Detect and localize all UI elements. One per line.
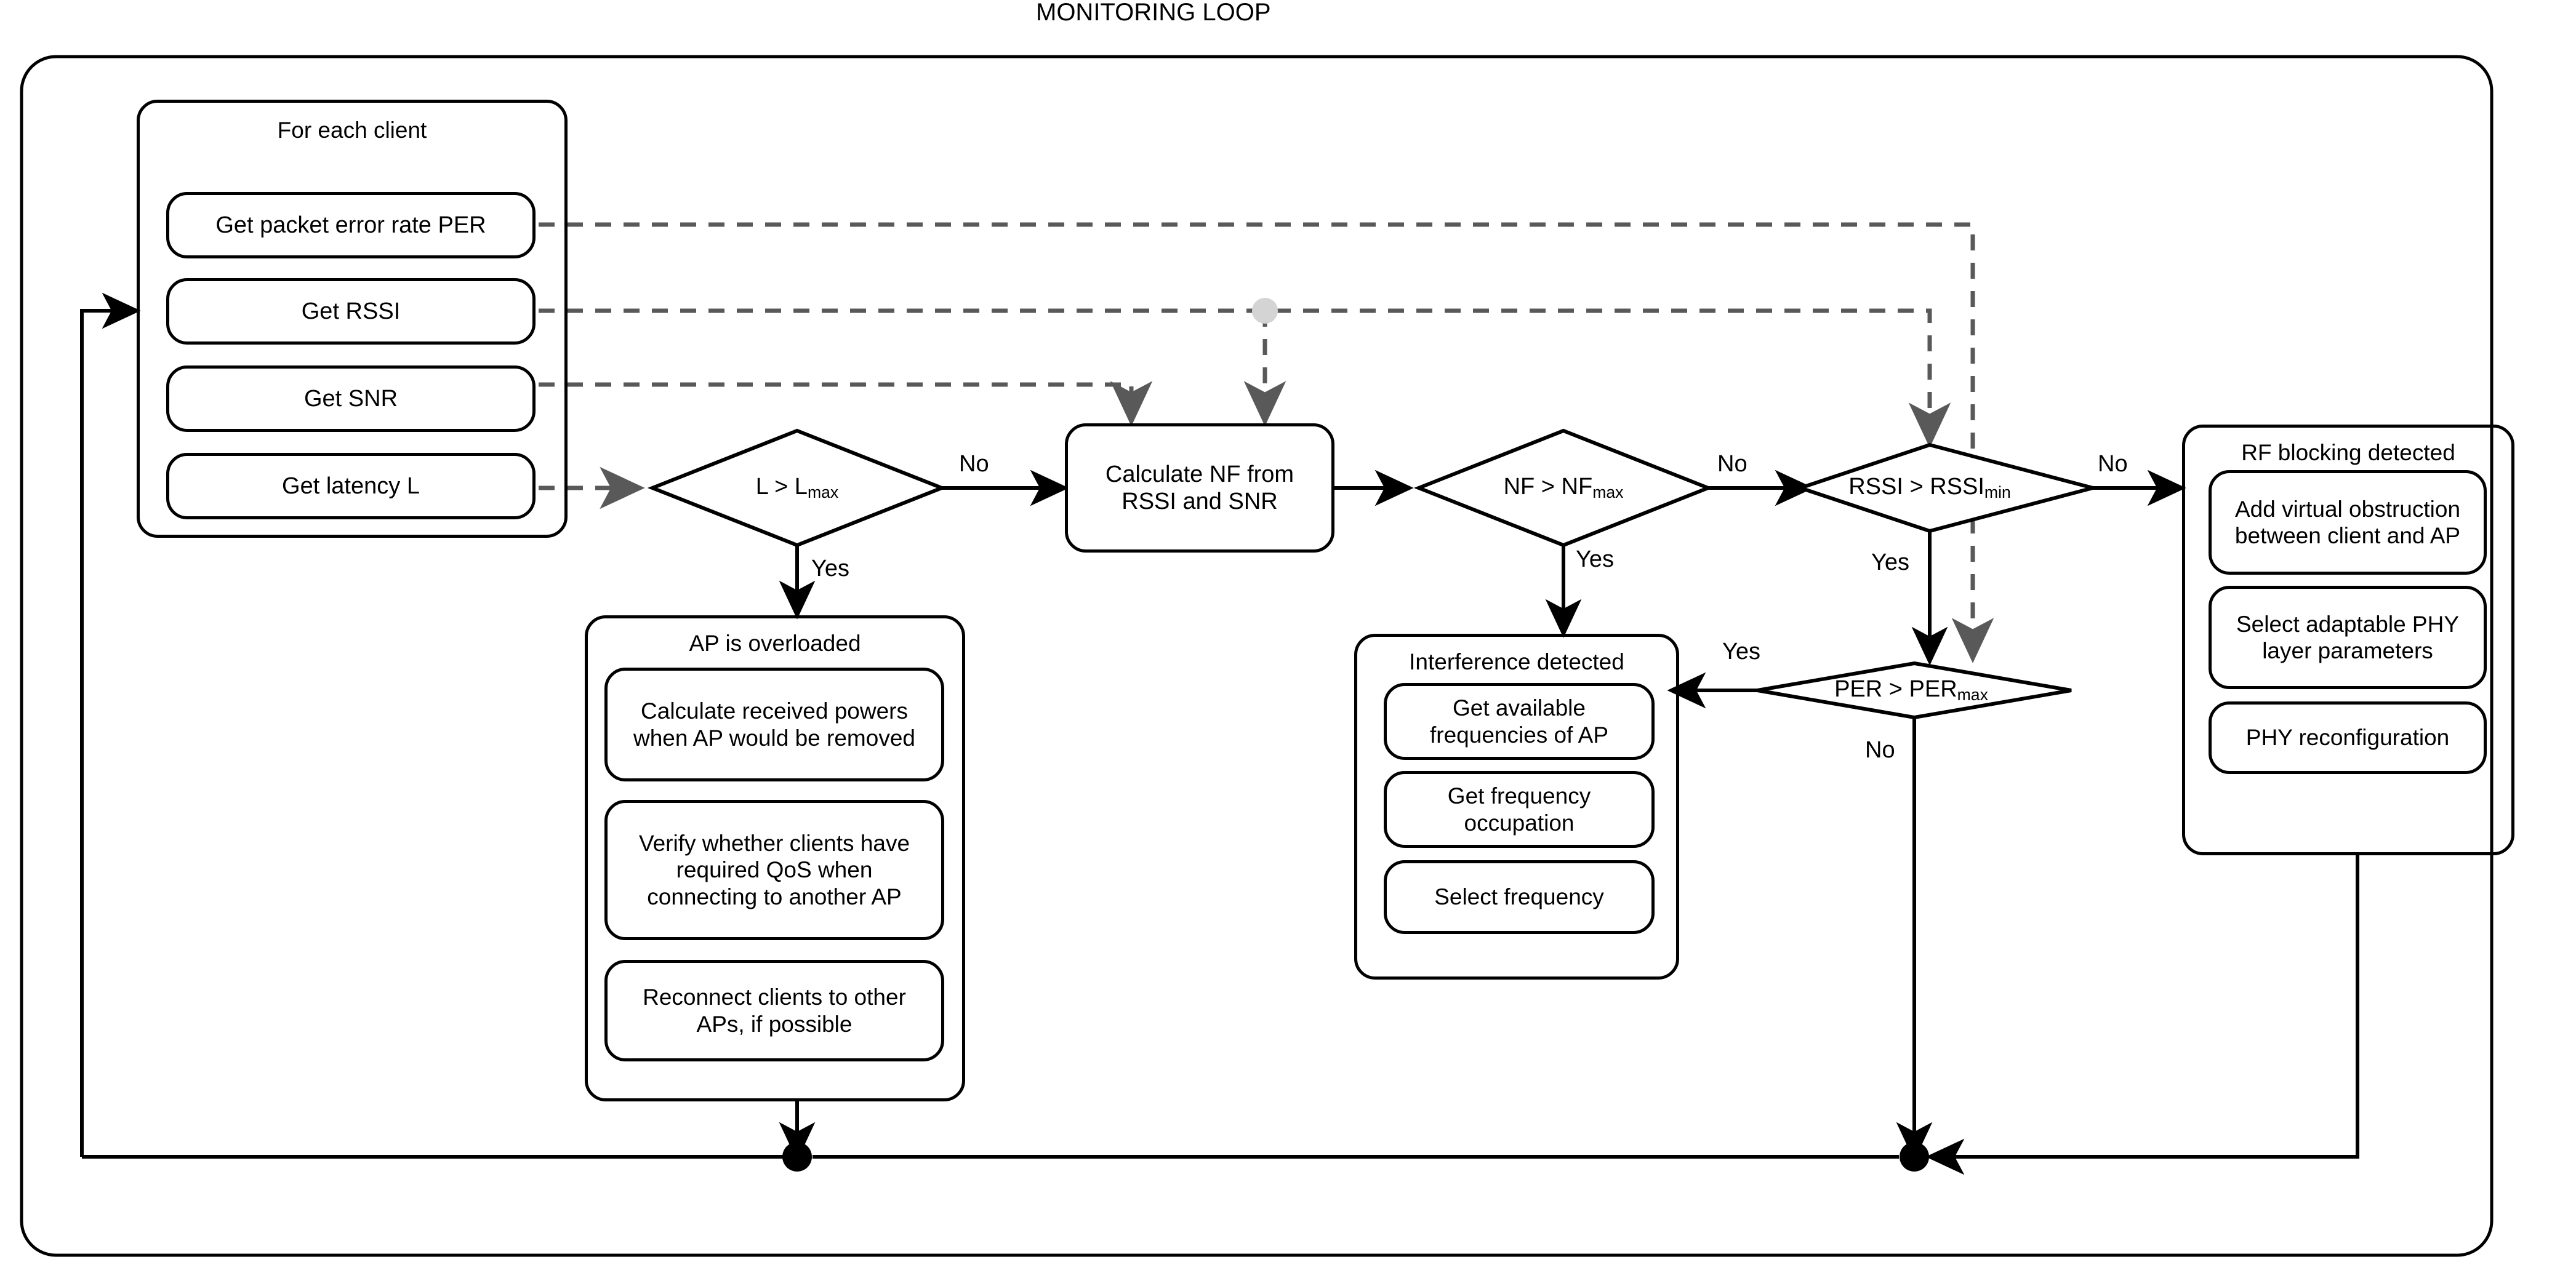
decision-nf-label: NF > NFmax [1477, 475, 1650, 500]
edge-label-nf-yes: Yes [1576, 546, 1614, 572]
group-interference-detected-title: Interference detected [1409, 649, 1624, 674]
edge-rfblocking-to-bottom [1925, 854, 2359, 1175]
merge-junction-right [1900, 1142, 1929, 1172]
edge-loopback [80, 292, 141, 1157]
edge-label-rssi-yes: Yes [1871, 549, 1909, 575]
edge-label-nf-no: No [1717, 451, 1747, 477]
step-select-phy-parameters[interactable]: Select adaptable PHY layer parameters [2209, 586, 2487, 689]
decision-nf-sub: max [1592, 482, 1624, 501]
step-verify-qos[interactable]: Verify whether clients have required QoS… [604, 800, 944, 940]
step-phy-reconfiguration[interactable]: PHY reconfiguration [2209, 701, 2487, 774]
dashed-rssi-link-right [539, 308, 1951, 448]
group-ap-overloaded-title: AP is overloaded [689, 631, 861, 656]
group-rf-blocking: RF blocking detected [2182, 425, 2514, 855]
step-get-available-frequencies[interactable]: Get available frequencies of AP [1384, 683, 1655, 760]
decision-per-label: PER > PERmax [1800, 677, 2022, 703]
step-get-frequency-occupation[interactable]: Get frequency occupation [1384, 771, 1655, 848]
decision-per-text: PER > PER [1834, 676, 1957, 702]
step-reconnect-clients[interactable]: Reconnect clients to other APs, if possi… [604, 960, 944, 1061]
decision-nf-text: NF > NF [1503, 474, 1593, 500]
decision-latency-text: L > L [755, 474, 808, 500]
group-for-each-client-title: For each client [277, 118, 427, 143]
page-title: MONITORING LOOP [1036, 0, 1271, 26]
group-for-each-client: For each client [137, 100, 568, 538]
edge-label-per-no: No [1865, 737, 1895, 763]
edge-label-latency-no: No [959, 451, 989, 477]
edge-label-per-yes: Yes [1722, 639, 1760, 665]
decision-latency-sub: max [807, 482, 839, 501]
merge-junction-left [782, 1142, 812, 1172]
step-select-frequency[interactable]: Select frequency [1384, 860, 1655, 934]
group-rf-blocking-title: RF blocking detected [2241, 440, 2455, 465]
decision-rssi-sub: min [1984, 482, 2011, 501]
decision-per-sub: max [1957, 685, 1988, 704]
process-calculate-nf[interactable]: Calculate NF from RSSI and SNR [1065, 423, 1334, 553]
decision-rssi-label: RSSI > RSSImin [1819, 475, 2040, 500]
step-get-snr[interactable]: Get SNR [166, 365, 536, 432]
group-ap-overloaded: AP is overloaded [585, 615, 965, 1101]
monitoring-loop-border [20, 55, 2494, 1257]
step-get-rssi[interactable]: Get RSSI [166, 278, 536, 345]
edge-label-latency-yes: Yes [811, 556, 849, 581]
group-interference-detected: Interference detected [1354, 634, 1679, 980]
dashed-snr-link [539, 381, 1153, 426]
step-add-virtual-obstruction[interactable]: Add virtual obstruction between client a… [2209, 470, 2487, 575]
decision-latency-label: L > Lmax [726, 475, 868, 500]
step-get-latency[interactable]: Get latency L [166, 453, 536, 519]
rssi-junction-dot [1252, 298, 1278, 324]
edge-label-rssi-no: No [2098, 451, 2128, 477]
decision-rssi-text: RSSI > RSSI [1848, 474, 1984, 500]
step-calculate-received-powers[interactable]: Calculate received powers when AP would … [604, 668, 944, 781]
step-get-per[interactable]: Get packet error rate PER [166, 192, 536, 258]
